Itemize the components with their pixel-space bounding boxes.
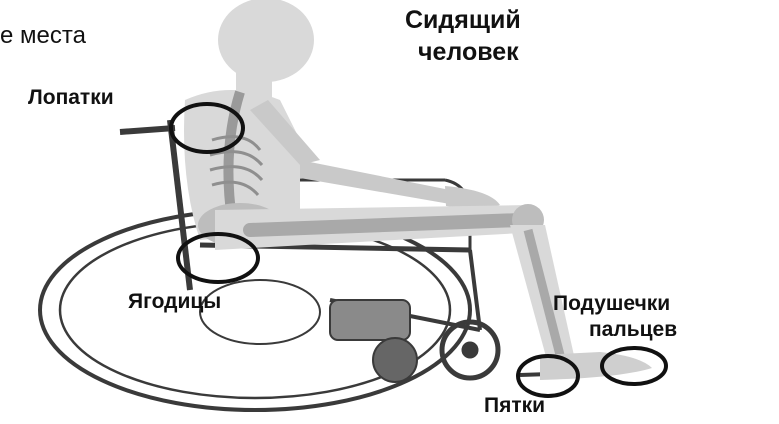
- label-toe-pads-line2: пальцев: [589, 318, 677, 342]
- label-heels: Пятки: [484, 394, 545, 418]
- wheel-mechanism: [330, 300, 410, 340]
- label-shoulder-blades: Лопатки: [28, 86, 114, 110]
- front-frame: [470, 250, 480, 330]
- label-buttocks: Ягодицы: [128, 290, 221, 314]
- cut-off-text: е места: [0, 22, 86, 50]
- hand: [445, 186, 500, 209]
- forearm: [300, 160, 450, 204]
- front-caster-hub: [462, 342, 478, 358]
- head: [218, 0, 314, 82]
- label-toe-pads-line1: Подушечки: [553, 292, 670, 316]
- femur: [250, 220, 520, 230]
- figure-title-line1: Сидящий: [405, 6, 521, 35]
- figure-title-line2: человек: [418, 38, 519, 67]
- push-handle: [120, 128, 175, 132]
- mechanism-gear: [373, 338, 417, 382]
